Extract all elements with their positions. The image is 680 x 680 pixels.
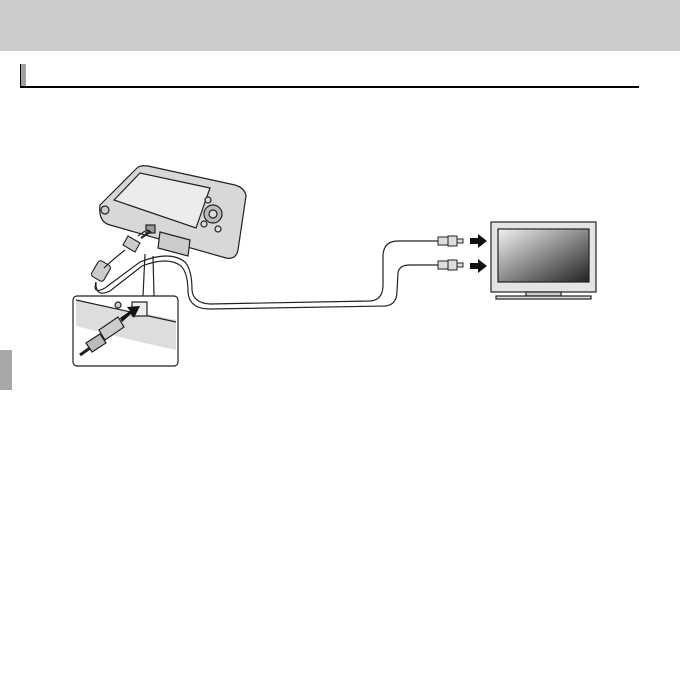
usb-plug-icon	[90, 230, 150, 282]
tv-icon	[491, 222, 596, 299]
rca-plug-icon	[438, 236, 463, 270]
connector-inset	[73, 254, 178, 366]
camera-icon	[100, 166, 246, 259]
arrow-right-icon	[470, 234, 487, 273]
